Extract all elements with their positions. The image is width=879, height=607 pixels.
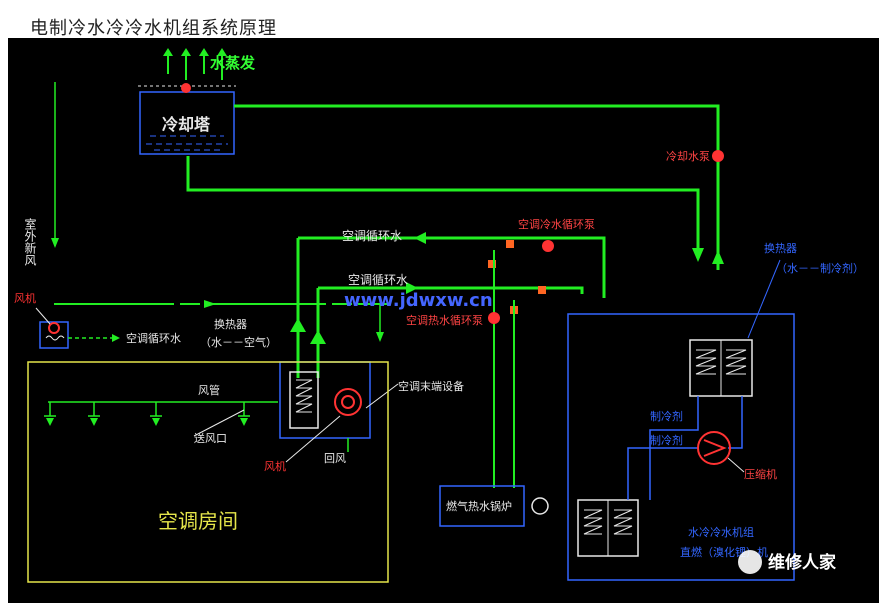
chilled-pump-label: 空调冷水循环泵 <box>518 217 595 231</box>
watermark: www.jdwxw.cn <box>344 290 493 311</box>
refrigerant-label-2: 制冷剂 <box>650 433 683 447</box>
hot-water-pipes <box>493 250 515 488</box>
diagram-canvas: 水蒸发 冷却塔 冷却水泵 室外新风 风机 空调循环水 空调循环水 空调循环水 空… <box>8 38 879 603</box>
tower-fan-icon <box>181 83 191 93</box>
ac-loop-label-3: 空调循环水 <box>126 331 181 345</box>
refrigerant-label-1: 制冷剂 <box>650 409 683 423</box>
boiler-label: 燃气热水锅炉 <box>446 499 512 513</box>
chilled-pump-icon <box>542 240 554 252</box>
hx-right-sub: （水－－制冷剂） <box>776 261 864 275</box>
valve-icon <box>488 260 496 268</box>
ac-loop-label-1: 空调循环水 <box>342 229 402 243</box>
cooling-pump-label: 冷却水泵 <box>666 150 710 163</box>
refrigerant-lines <box>627 396 743 500</box>
chiller-enclosure <box>567 313 795 581</box>
duct-label: 风管 <box>198 383 220 397</box>
air-handling-unit <box>279 361 371 439</box>
cooling-pump-icon <box>712 150 724 162</box>
fresh-air-unit <box>39 321 69 349</box>
hx-right-label: 换热器 <box>764 241 797 255</box>
valve-icon <box>538 286 546 294</box>
burner-icon <box>531 497 549 515</box>
heat-exchanger-right <box>689 339 753 397</box>
ac-loop-label-2: 空调循环水 <box>348 273 408 287</box>
brand-logo <box>738 550 762 574</box>
hot-pump-label: 空调热水循环泵 <box>406 313 483 327</box>
room-label: 空调房间 <box>158 509 238 533</box>
cooling-tower-label: 冷却塔 <box>162 115 211 134</box>
page-title: 电制冷水冷冷水机组系统原理 <box>30 18 277 39</box>
return-air-label: 回风 <box>324 452 346 465</box>
fan-icon <box>334 388 362 416</box>
hx-left-label: 换热器 <box>214 317 247 331</box>
brand-label: 维修人家 <box>768 552 836 573</box>
chiller-label: 水冷冷水机组 <box>688 525 754 539</box>
supply-vents <box>44 402 250 417</box>
hot-pump-icon <box>488 312 500 324</box>
outdoor-air-label: 室外新风 <box>23 217 37 267</box>
cooling-tower <box>138 48 236 155</box>
cooling-water-pipes <box>186 104 720 270</box>
fan-top-label: 风机 <box>14 291 36 305</box>
evaporation-label: 水蒸发 <box>210 54 256 72</box>
supply-vent-label: 送风口 <box>194 431 227 445</box>
hx-left-sub: （水－－空气） <box>200 335 277 349</box>
system-diagram: 水蒸发 冷却塔 冷却水泵 室外新风 风机 空调循环水 空调循环水 空调循环水 空… <box>14 48 864 583</box>
fan-bottom-label: 风机 <box>264 459 286 473</box>
compressor-label: 压缩机 <box>744 467 777 481</box>
valve-icon <box>506 240 514 248</box>
boiler <box>439 485 525 527</box>
ac-room <box>27 361 389 583</box>
terminal-label: 空调末端设备 <box>398 379 464 393</box>
heat-exchanger-lower <box>577 499 639 557</box>
compressor-icon <box>697 431 731 465</box>
